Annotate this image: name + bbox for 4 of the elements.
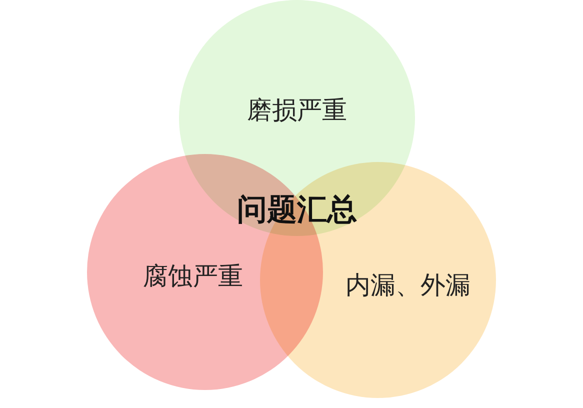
circle-label: 腐蚀严重: [143, 260, 243, 292]
center-title: 问题汇总: [237, 192, 357, 230]
circle-label: 磨损严重: [247, 94, 347, 126]
circle-label: 内漏、外漏: [346, 270, 470, 302]
